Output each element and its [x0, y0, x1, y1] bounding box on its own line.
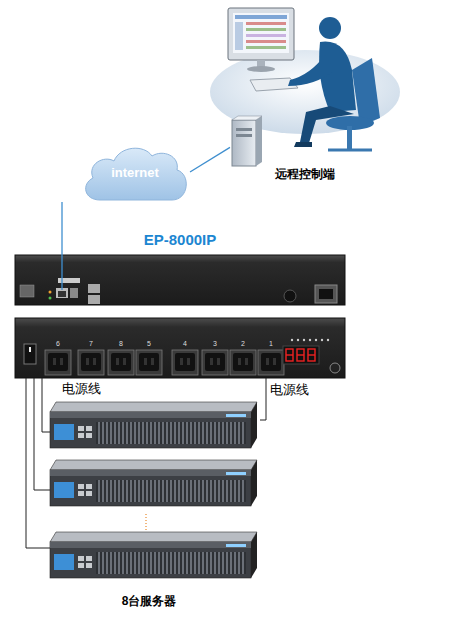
illustration-part — [286, 354, 293, 355]
illustration-part — [88, 295, 100, 304]
wires — [34, 255, 62, 548]
illustration-part — [246, 34, 286, 37]
illustration-part — [136, 350, 162, 375]
illustration-part — [50, 402, 257, 448]
illustration-part — [286, 349, 293, 361]
server-group: 8台服务器 — [38, 395, 260, 610]
illustration-part — [228, 8, 294, 60]
illustration-part — [284, 290, 296, 302]
node-label: 远程控制端 — [275, 166, 335, 183]
illustration-part — [61, 255, 62, 290]
illustration-part — [78, 350, 104, 375]
illustration-part — [58, 278, 80, 283]
illustration-part — [327, 339, 329, 341]
cloud-node: internet — [80, 142, 190, 202]
illustration-part — [300, 106, 354, 143]
illustration-part — [246, 28, 286, 31]
illustration-part — [297, 354, 304, 355]
illustration-part — [26, 147, 266, 548]
illustration-part — [246, 46, 286, 49]
node-label: internet — [111, 165, 159, 180]
illustration-part — [236, 134, 252, 137]
outlet-number: 4 — [175, 340, 195, 347]
illustration-part — [258, 350, 284, 375]
illustration-part — [330, 363, 340, 373]
illustration-part — [50, 460, 257, 506]
outlet-number: 1 — [261, 340, 281, 347]
illustration-part — [294, 142, 312, 147]
illustration-part — [108, 350, 134, 375]
terminal-node: 远程控制端 — [230, 5, 380, 183]
outlet-number: 8 — [111, 340, 131, 347]
illustration-part — [246, 22, 286, 25]
illustration-part — [172, 350, 198, 375]
illustration-part — [24, 344, 36, 364]
illustration-part — [232, 116, 262, 120]
illustration-part — [308, 349, 315, 361]
illustration-part — [319, 17, 341, 39]
outlet-number: 5 — [139, 340, 159, 347]
illustration-part — [29, 347, 31, 352]
cable-label: 电源线 — [270, 381, 309, 399]
illustration-part — [247, 66, 275, 72]
illustration-part — [236, 128, 252, 131]
illustration-part — [308, 354, 315, 355]
illustration-part — [145, 514, 146, 530]
illustration-part — [352, 58, 380, 126]
illustration-part — [58, 291, 66, 297]
illustration-part — [202, 350, 228, 375]
node-label: 8台服务器 — [122, 593, 177, 610]
illustration-part — [233, 13, 289, 53]
illustration-part — [20, 285, 34, 297]
illustration-part — [45, 350, 71, 375]
cable-label: 电源线 — [62, 380, 101, 398]
illustration-part — [309, 339, 311, 341]
illustration-part — [315, 339, 317, 341]
illustration-part — [288, 55, 335, 86]
illustration-part — [15, 255, 345, 305]
illustration-part — [15, 318, 345, 378]
illustration-part — [49, 297, 52, 300]
illustration-part — [321, 339, 323, 341]
illustration-part — [230, 350, 256, 375]
illustration-part — [235, 22, 243, 50]
illustration-part — [291, 339, 293, 341]
illustration-part — [38, 548, 50, 549]
illustration-part — [303, 339, 305, 341]
device-title: EP-8000IP — [15, 231, 345, 248]
illustration-part — [50, 532, 257, 578]
outlet-number: 2 — [233, 340, 253, 347]
illustration-part — [297, 349, 304, 361]
outlet-number: 7 — [81, 340, 101, 347]
illustration-part — [246, 40, 286, 43]
illustration-part — [70, 288, 78, 298]
illustration-part — [34, 378, 50, 490]
outlet-number: 6 — [48, 340, 68, 347]
cloud-outline — [86, 148, 187, 200]
connector-line — [190, 147, 230, 172]
illustration-part — [347, 126, 352, 150]
illustration-part — [232, 120, 256, 166]
illustration-part — [42, 378, 50, 432]
illustration-part — [283, 346, 319, 364]
illustration-part — [88, 284, 100, 293]
device-node: EP-8000IP — [15, 255, 345, 378]
illustration-part — [49, 291, 52, 294]
illustration-part — [297, 339, 299, 341]
connector-line — [260, 378, 266, 420]
illustration-part — [256, 116, 262, 166]
connector-line — [61, 202, 62, 255]
illustration-part — [315, 285, 337, 303]
illustration-part — [235, 15, 287, 19]
outlet-number: 3 — [205, 340, 225, 347]
illustration-part — [319, 289, 333, 299]
illustration-part — [56, 288, 68, 298]
illustration-part — [328, 149, 372, 152]
connector-line — [26, 378, 38, 548]
